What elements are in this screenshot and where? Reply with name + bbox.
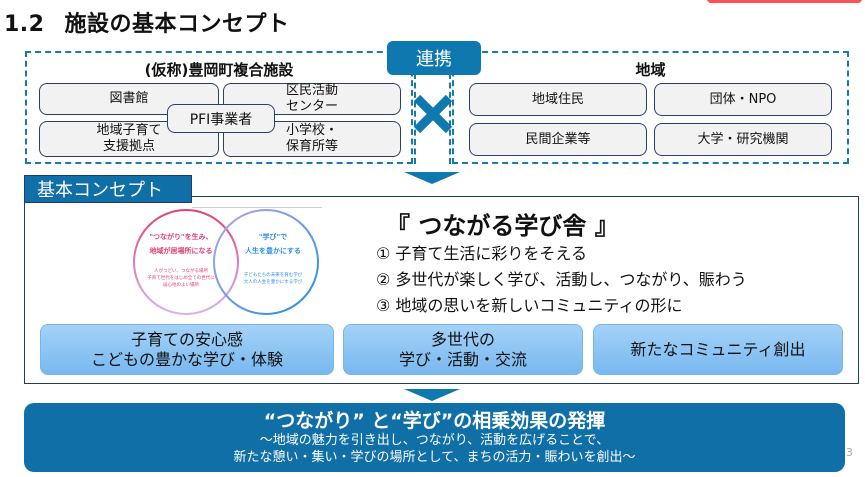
value-new-community: 新たなコミュニティ創出	[593, 324, 843, 375]
facility-item-community-center: 区民活動 センター	[223, 83, 401, 115]
venn-right-body-2: 大人の人生を豊かにする学び	[244, 278, 303, 285]
synergy-subtitle-2: 新たな憩い・集い・学びの場所として、まちの活力・賑わいを創出～	[233, 449, 636, 465]
arrow-down-icon	[404, 172, 460, 184]
value-multigeneration: 多世代の 学び・活動・交流	[343, 324, 583, 375]
value-label: 子育ての安心感	[130, 329, 243, 349]
venn-left-body-3: 居心地のよい場所	[163, 281, 199, 288]
link-column	[414, 73, 451, 164]
value-label: 学び・活動・交流	[398, 349, 527, 369]
page-title: 1.2 施設の基本コンセプト	[4, 6, 290, 38]
synergy-banner: “つながり” と“学び”の相乗効果の発揮 ～地域の魅力を引き出し、つながり、活動…	[24, 403, 845, 472]
facility-item-library: 図書館	[39, 83, 219, 115]
concept-point-1: ① 子育て生活に彩りをそえる	[376, 244, 587, 263]
synergy-subtitle-1: ～地域の魅力を引き出し、つながり、活動を広げることで、	[259, 433, 610, 448]
facility-item-label: 区民活動	[285, 83, 338, 99]
region-item-universities: 大学・研究機関	[654, 123, 832, 156]
venn-left-title-2: 地域が居場所になる	[150, 246, 213, 255]
venn-diagram: "つながり"を生み、 地域が居場所になる 人がつどい、つながる場所 子育て世代を…	[133, 209, 319, 315]
venn-left-circle	[133, 209, 239, 315]
facility-item-label: 支援拠点	[102, 139, 155, 154]
region-item-label: 民間企業等	[525, 131, 591, 147]
facility-group: (仮称)豊岡町複合施設 図書館 区民活動 センター 地域子育て 支援拠点 小学校…	[25, 51, 413, 164]
region-item-label: 地域住民	[531, 91, 584, 107]
concept-tab: 基本コンセプト	[24, 175, 192, 203]
region-item-residents: 地域住民	[469, 83, 647, 116]
venn-right-title-1: "学び"で	[259, 232, 287, 241]
pfi-operator-badge: PFI事業者	[167, 104, 275, 133]
value-label: 新たなコミュニティ創出	[630, 339, 806, 359]
value-label: こどもの豊かな学び・体験	[90, 349, 283, 369]
region-item-companies: 民間企業等	[469, 123, 647, 156]
facility-item-label: センター	[285, 99, 338, 114]
region-group: 地域 地域住民 団体・NPO 民間企業等 大学・研究機関	[452, 51, 849, 164]
facility-item-childcare-hub: 地域子育て 支援拠点	[39, 121, 219, 157]
venn-left-body-2: 子育て世代をはじめ全ての世代に	[147, 274, 215, 281]
facility-item-label: 地域子育て	[96, 123, 162, 139]
cross-icon	[413, 94, 453, 134]
synergy-title: “つながり” と“学び”の相乗効果の発揮	[263, 410, 606, 432]
venn-left-body-1: 人がつどい、つながる場所	[154, 267, 208, 274]
venn-right-title-2: 人生を豊かにする	[245, 246, 301, 255]
page-number: 3	[846, 446, 853, 459]
section-title: 施設の基本コンセプト	[64, 12, 290, 37]
facility-item-label: 図書館	[109, 91, 149, 107]
facility-item-label: 小学校・	[285, 123, 338, 139]
concept-slogan: 『 つながる学び舎 』	[386, 212, 619, 240]
region-item-label: 団体・NPO	[709, 91, 777, 107]
value-childcare: 子育ての安心感 こどもの豊かな学び・体験	[40, 324, 334, 375]
arrow-down-icon	[404, 389, 460, 401]
section-number: 1.2	[4, 12, 45, 37]
venn-right-body-1: 子どもたちの未来を育む学び	[244, 271, 303, 278]
concept-point-3: ③ 地域の思いを新しいコミュニティの形に	[376, 296, 683, 315]
facility-heading: (仮称)豊岡町複合施設	[144, 61, 294, 79]
image-border	[192, 207, 322, 208]
concept-point-2: ② 多世代が楽しく学び、活動し、つながり、賑わう	[376, 270, 747, 289]
region-item-label: 大学・研究機関	[697, 131, 789, 147]
red-header-tab	[707, 0, 862, 3]
venn-left-title-1: "つながり"を生み、	[149, 232, 212, 241]
facility-item-label: 保育所等	[285, 139, 338, 154]
region-heading: 地域	[635, 61, 666, 79]
region-item-npo: 団体・NPO	[654, 83, 832, 116]
link-badge: 連携	[387, 41, 481, 75]
value-label: 多世代の	[430, 329, 495, 349]
venn-right-circle	[213, 209, 319, 315]
